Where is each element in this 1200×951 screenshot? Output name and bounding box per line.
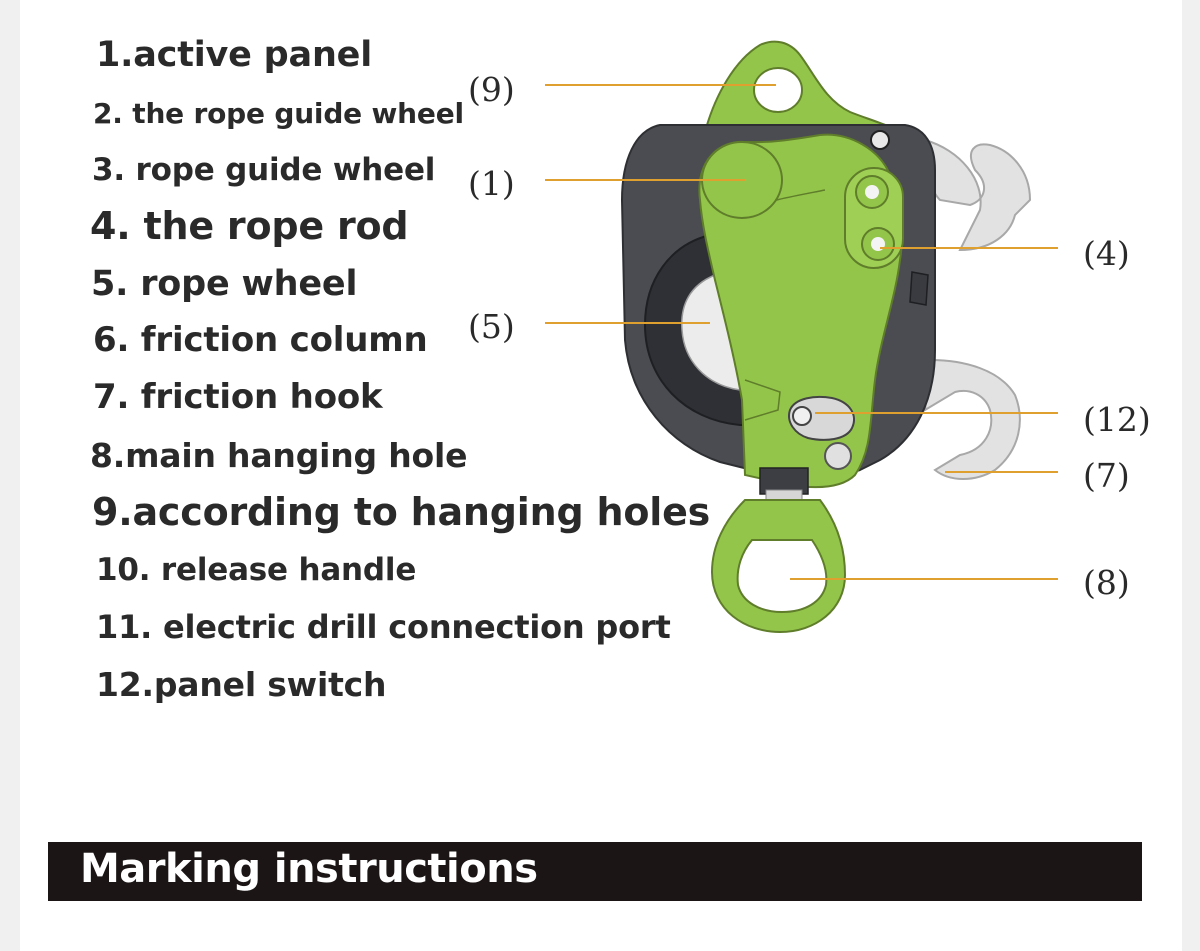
callout-7: (7) <box>1083 456 1130 495</box>
right-margin-strip <box>1182 0 1200 951</box>
left-margin-strip <box>0 0 20 951</box>
callout-12: (12) <box>1083 400 1151 439</box>
side-latch <box>909 271 929 306</box>
lower-friction-hook <box>923 358 1021 480</box>
callout-5: (5) <box>468 307 515 346</box>
top-screw <box>870 130 890 150</box>
legend-item-12: 12.panel switch <box>96 665 387 704</box>
legend-item-1: 1.active panel <box>96 35 373 75</box>
legend-item-6: 6. friction column <box>93 320 428 360</box>
legend-item-10: 10. release handle <box>96 552 417 588</box>
top-hanging-hole <box>753 67 803 113</box>
legend-item-3: 3. rope guide wheel <box>92 152 436 188</box>
section-title: Marking instructions <box>80 846 538 892</box>
lower-roller <box>824 442 852 470</box>
legend-item-2: 2. the rope guide wheel <box>93 97 464 130</box>
callout-9: (9) <box>468 70 515 109</box>
callout-8: (8) <box>1083 563 1130 602</box>
legend-item-4: 4. the rope rod <box>90 204 409 248</box>
legend-item-11: 11. electric drill connection port <box>96 608 671 646</box>
panel-switch-knob <box>792 406 812 426</box>
legend-item-5: 5. rope wheel <box>91 264 358 304</box>
section-header-bar <box>48 842 1142 901</box>
upper-plate-hole-core <box>865 185 879 199</box>
callout-1: (1) <box>468 164 515 203</box>
main-hanging-hole <box>736 539 828 614</box>
upper-friction-hook <box>923 138 1032 252</box>
legend-item-7: 7. friction hook <box>93 377 383 417</box>
callout-4: (4) <box>1083 234 1130 273</box>
legend-item-8: 8.main hanging hole <box>90 436 468 475</box>
legend-item-9: 9.according to hanging holes <box>92 490 711 534</box>
